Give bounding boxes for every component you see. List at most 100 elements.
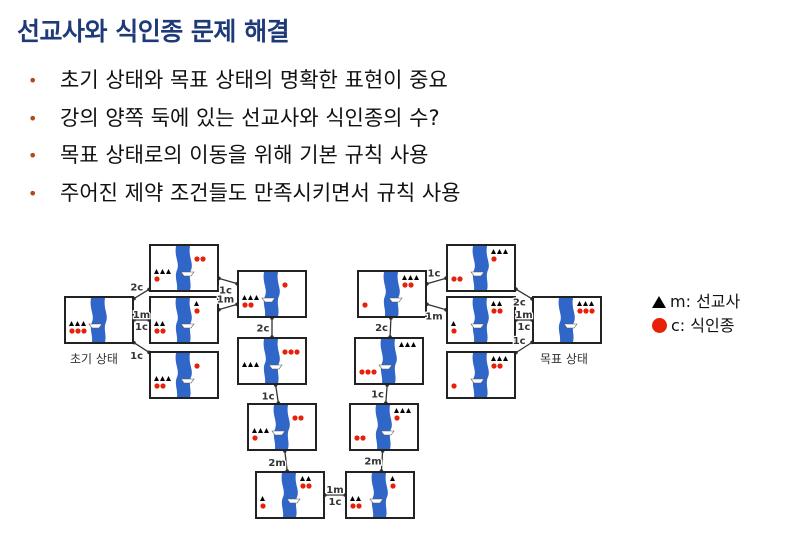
transition-arrow xyxy=(515,288,533,300)
missionary-icon xyxy=(399,342,404,347)
cannibal-icon xyxy=(260,503,266,509)
cannibal-icon xyxy=(451,276,457,282)
cannibal-icon xyxy=(248,302,254,308)
cannibal-icon xyxy=(69,328,75,334)
cannibal-icon xyxy=(154,276,160,282)
cannibal-icon xyxy=(491,308,497,314)
legend-text: m: 선교사 xyxy=(670,292,741,311)
transition-label: 1c xyxy=(135,322,148,333)
transition-arrow xyxy=(284,450,288,472)
cannibal-icon xyxy=(75,328,81,334)
cannibal-icon xyxy=(491,363,497,369)
river xyxy=(175,353,192,397)
transition-arrow xyxy=(426,303,447,311)
cannibal-icon xyxy=(194,363,200,369)
transition-label: 2c xyxy=(375,323,388,334)
bullet-item: •초기 상태와 목표 상태의 명확한 표현이 중요 xyxy=(28,62,460,100)
missionary-icon xyxy=(390,476,395,481)
river xyxy=(383,272,400,316)
missionary-icon xyxy=(411,342,416,347)
transition-arrow xyxy=(218,277,238,285)
state-box-Lx xyxy=(446,244,516,292)
river xyxy=(375,405,392,449)
state-box-A xyxy=(149,244,219,292)
missionary-icon xyxy=(394,408,399,413)
transition-arrow xyxy=(426,277,447,285)
cannibal-icon xyxy=(300,483,306,489)
cannibal-icon xyxy=(577,308,583,314)
missionary-icon xyxy=(491,301,496,306)
missionary-icon xyxy=(154,269,159,274)
missionary-icon xyxy=(497,301,502,306)
cannibal-icon xyxy=(362,302,368,308)
missionary-icon xyxy=(408,275,413,280)
bullet-text: 목표 상태로의 이동을 위해 기본 규칙 사용 xyxy=(60,143,429,167)
river xyxy=(263,272,280,316)
state-box-K xyxy=(357,270,427,318)
boat-icon xyxy=(180,271,195,277)
missionary-icon xyxy=(260,496,265,501)
transition-label: 1c xyxy=(428,268,441,279)
transition-label: 1c xyxy=(130,351,143,362)
cannibal-icon xyxy=(402,282,408,288)
missionary-icon xyxy=(242,295,247,300)
legend: m: 선교사 c: 식인종 xyxy=(652,290,740,338)
river xyxy=(472,298,489,342)
bullet-text: 초기 상태와 목표 상태의 명확한 표현이 중요 xyxy=(60,68,448,92)
missionary-icon xyxy=(242,362,247,367)
state-box-I xyxy=(349,403,419,451)
missionary-icon xyxy=(166,376,171,381)
cannibal-icon xyxy=(408,282,414,288)
river xyxy=(175,298,192,342)
river xyxy=(175,246,192,290)
cannibal-icon xyxy=(200,256,206,262)
missionary-icon xyxy=(451,321,456,326)
cannibal-icon xyxy=(350,503,356,509)
cannibal-icon xyxy=(360,435,366,441)
missionary-icon xyxy=(491,356,496,361)
cannibal-icon xyxy=(194,308,200,314)
missionary-icon xyxy=(402,275,407,280)
transition-arrow xyxy=(133,288,150,300)
bullet-text: 강의 양쪽 둑에 있는 선교사와 식인종의 수? xyxy=(60,105,440,130)
cannibal-icon xyxy=(288,349,294,355)
transition-label: 1m xyxy=(133,310,150,321)
transition-label: 1c xyxy=(518,322,531,333)
bullet-item: •주어진 제약 조건들도 만족시키면서 규칙 사용 xyxy=(28,175,460,213)
page-title: 선교사와 식인종 문제 해결 xyxy=(17,17,290,46)
transition-arrow xyxy=(385,384,388,404)
boat-icon xyxy=(388,297,403,303)
river xyxy=(371,473,388,517)
state-box-init xyxy=(64,296,134,344)
state-box-M xyxy=(446,296,516,344)
state-box-B xyxy=(149,296,219,344)
transition-arrow xyxy=(515,341,533,354)
river xyxy=(380,339,397,383)
missionary-icon xyxy=(254,362,259,367)
transition-label: 1c xyxy=(371,389,384,400)
missionary-icon xyxy=(75,321,80,326)
cannibal-icon xyxy=(451,328,457,334)
missionary-icon xyxy=(194,301,199,306)
missionary-icon xyxy=(248,362,253,367)
transition-arrow xyxy=(274,384,280,404)
cannibal-icon xyxy=(497,363,503,369)
cannibal-icon xyxy=(457,276,463,282)
legend-missionary: m: 선교사 xyxy=(652,290,740,314)
boat-icon xyxy=(378,364,393,370)
box-layer xyxy=(64,244,602,519)
transition-arrow xyxy=(133,342,150,353)
bullet-marker: • xyxy=(28,146,38,165)
transition-label: 1m xyxy=(425,312,442,323)
cannibal-icon xyxy=(160,383,166,389)
river xyxy=(558,298,575,342)
triangle-icon xyxy=(652,296,666,308)
cannibal-icon xyxy=(365,369,371,375)
missionary-icon xyxy=(589,301,594,306)
missionary-icon xyxy=(258,428,263,433)
state-box-goal xyxy=(532,296,602,344)
missionary-icon xyxy=(81,321,86,326)
bullet-item: •강의 양쪽 둑에 있는 선교사와 식인종의 수? xyxy=(28,100,460,138)
